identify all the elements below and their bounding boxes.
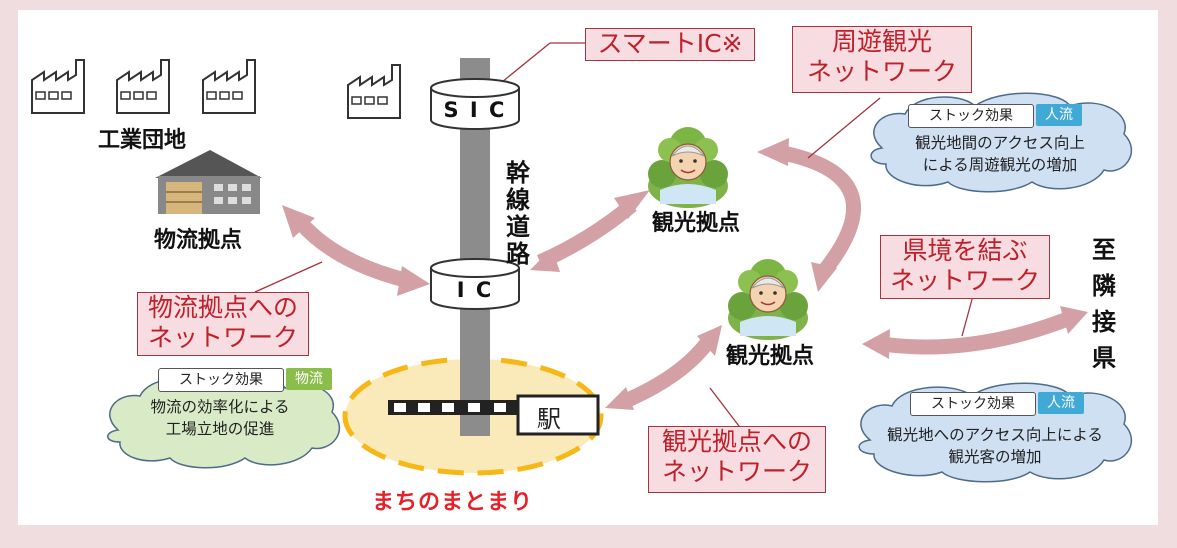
excursion-effect-text-1: 観光地間のアクセス向上 — [915, 134, 1085, 152]
ic-cylinder — [430, 258, 520, 310]
logistics-effect-text-2: 工場立地の促進 — [165, 420, 275, 438]
logistics-network-box: 物流拠点への ネットワーク — [137, 292, 309, 356]
excursion-effect-text-2: による周遊観光の増加 — [922, 156, 1078, 174]
industrial-park-label: 工業団地 — [98, 128, 187, 153]
excursion-effect-tag: ストック効果 — [908, 104, 1034, 128]
excursion-network-line2: ネットワーク — [806, 57, 957, 86]
tourism-hub-lower-label: 観光拠点 — [726, 344, 815, 369]
tourists-effect-tag: ストック効果 — [910, 392, 1036, 416]
tourists-effect-text-2: 観光客の増加 — [948, 448, 1042, 466]
logistics-network-line2: ネットワーク — [147, 323, 298, 352]
border-network-box: 県境を結ぶ ネットワーク — [880, 235, 1050, 299]
logistics-network-line1: 物流拠点への — [147, 293, 298, 322]
tourism-hub-upper-label: 観光拠点 — [652, 211, 741, 236]
arrow-border-link — [880, 312, 1068, 355]
arrow-logistics-link — [294, 216, 407, 288]
trunk-road-label: 幹線道路 — [506, 159, 530, 268]
excursion-network-line1: 周遊観光 — [831, 27, 932, 56]
excursion-network-box: 周遊観光 ネットワーク — [792, 26, 972, 93]
factory-icons — [31, 59, 401, 119]
tourism-network-box: 観光拠点への ネットワーク — [648, 426, 826, 493]
ic-label: I C — [456, 278, 494, 302]
tourism-network-line1: 観光拠点への — [661, 427, 812, 456]
logistics-effect-tag: ストック効果 — [158, 368, 284, 392]
onsen-icon-lower — [727, 258, 809, 341]
tourism-network-line2: ネットワーク — [661, 457, 812, 486]
tourists-effect-text-1: 観光地へのアクセス向上による — [887, 426, 1103, 444]
border-network-line2: ネットワーク — [889, 266, 1040, 295]
excursion-category-badge: 人流 — [1036, 104, 1082, 126]
warehouse-icon — [155, 150, 262, 214]
onsen-icon-upper — [647, 126, 729, 209]
logistics-hub-label: 物流拠点 — [154, 228, 243, 253]
arrow-station-tourism-link — [620, 338, 713, 409]
to-neighbor-pref-label: 至隣接県 — [1092, 236, 1116, 372]
logistics-effect-text-1: 物流の効率化による — [150, 398, 290, 416]
arrow-excursion-link — [776, 144, 861, 275]
railway — [388, 400, 520, 415]
town-cluster-label: まちのまとまり — [372, 490, 534, 515]
station-label: 駅 — [537, 405, 561, 433]
logistics-category-badge: 物流 — [286, 368, 332, 390]
tourists-category-badge: 人流 — [1038, 392, 1084, 414]
arrow-heads — [282, 138, 1088, 410]
sic-cylinder — [430, 78, 520, 130]
border-network-line1: 県境を結ぶ — [902, 236, 1028, 265]
station-box — [516, 394, 600, 436]
smart-ic-label: スマートIC※ — [585, 28, 755, 61]
sic-label: S I C — [443, 98, 507, 122]
